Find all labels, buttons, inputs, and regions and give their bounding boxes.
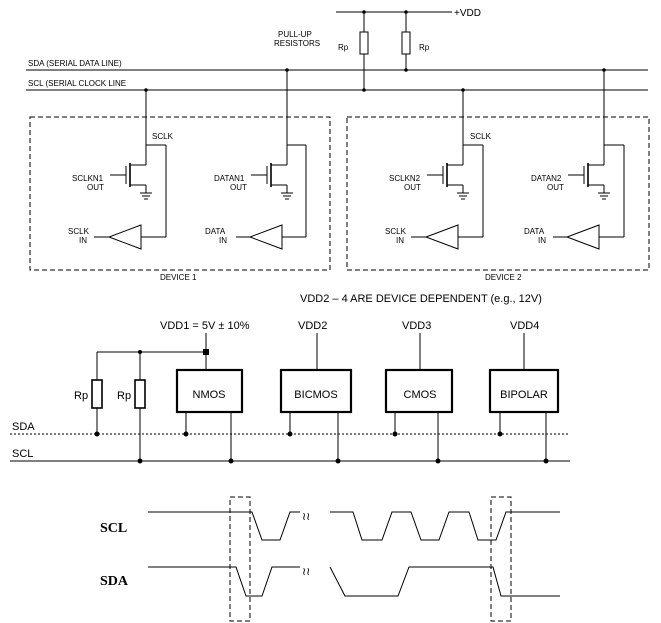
buffer-triangle <box>248 224 283 250</box>
bus-junction <box>435 458 441 464</box>
vdd3-label: VDD3 <box>402 320 431 332</box>
start-condition-box <box>229 496 251 622</box>
bus-junction <box>287 431 293 437</box>
scl-waveform <box>148 511 300 541</box>
rp-label: Rp <box>74 390 88 402</box>
pullup-resistor <box>359 31 369 55</box>
cmos-block-label: CMOS <box>404 389 437 401</box>
bus-junction <box>335 458 341 464</box>
clk-in-label: IN <box>396 236 404 245</box>
buffer-triangle <box>565 224 600 250</box>
bicmos-block-label: BICMOS <box>294 389 337 401</box>
device-boundary <box>29 116 331 271</box>
vdd4-label: VDD4 <box>510 320 539 332</box>
buffer-triangle <box>424 224 459 250</box>
rp-label: Rp <box>338 43 349 52</box>
sda-line-label: SDA (SERIAL DATA LINE) <box>28 59 122 68</box>
data-in-label: DATA <box>524 227 545 236</box>
bus-junction <box>183 431 189 437</box>
bus-junction <box>497 431 503 437</box>
device-name: DEVICE 1 <box>160 273 197 282</box>
vdd1-label: VDD1 = 5V ± 10% <box>160 320 250 332</box>
rp-label: Rp <box>117 390 131 402</box>
pullup-label: PULL-UP <box>278 30 312 39</box>
clk-out-label: OUT <box>404 183 421 192</box>
top-bus-diagram: +VDD PULL-UP RESISTORS Rp Rp SDA (SERIAL… <box>26 8 650 282</box>
pullup-label: RESISTORS <box>274 39 320 48</box>
data-out-label: OUT <box>547 183 564 192</box>
break-symbol: ≀≀ <box>302 511 310 523</box>
rp-label: Rp <box>419 43 430 52</box>
scl-waveform <box>330 511 560 541</box>
data-out-label: OUT <box>230 183 247 192</box>
pullup-resistor <box>401 31 411 55</box>
data-in-label: IN <box>538 236 546 245</box>
bus-junction <box>392 431 398 437</box>
sda-label: SDA <box>12 421 35 433</box>
data-out-label: DATAN1 <box>214 174 245 183</box>
bus-junction <box>543 458 549 464</box>
bicmos-block <box>279 368 353 414</box>
sda-waveform <box>148 566 300 597</box>
scl-label: SCL <box>12 448 33 460</box>
data-in-label: DATA <box>205 227 226 236</box>
device-name: DEVICE 2 <box>485 273 522 282</box>
device-2: DEVICE 2 SCLK SCLKN2 OUT SCLK IN <box>346 70 650 282</box>
vdd2-label: VDD2 <box>298 320 327 332</box>
bus-junction <box>404 68 408 72</box>
bipolar-block <box>488 368 560 414</box>
sda-wave-label: SDA <box>100 574 129 589</box>
sclk-label: SCLK <box>470 132 492 141</box>
timing-diagram: SCL SDA ≀≀ ≀≀ <box>100 496 560 622</box>
pullup-resistor <box>91 379 103 409</box>
middle-mixed-voltage-diagram: VDD2 – 4 ARE DEVICE DEPENDENT (e.g., 12V… <box>10 293 570 464</box>
stop-condition-box <box>490 496 512 622</box>
sclk-label: SCLK <box>152 132 174 141</box>
sda-waveform <box>329 566 560 597</box>
bipolar-block-label: BIPOLAR <box>500 389 548 401</box>
clk-out-label: SCLKN2 <box>389 174 421 183</box>
bus-junction <box>94 431 100 437</box>
bus-junction <box>362 88 366 92</box>
clk-in-label: IN <box>79 236 87 245</box>
scl-line-label: SCL (SERIAL CLOCK LINE <box>28 79 126 88</box>
data-in-label: IN <box>219 236 227 245</box>
clk-out-label: SCLKN1 <box>72 174 104 183</box>
bus-junction <box>228 458 234 464</box>
nmos-block-label: NMOS <box>193 389 226 401</box>
device-boundary <box>346 116 650 271</box>
pullup-resistor <box>134 379 146 409</box>
clk-out-label: OUT <box>87 183 104 192</box>
device-1: DEVICE 1 SCLK SCLKN1 OUT SCLK IN <box>29 70 331 282</box>
cmos-block <box>384 368 454 414</box>
vdd-label: +VDD <box>454 8 481 19</box>
data-out-label: DATAN2 <box>531 174 562 183</box>
bus-junction <box>137 458 143 464</box>
clk-in-label: SCLK <box>385 227 407 236</box>
clk-in-label: SCLK <box>68 227 90 236</box>
nmos-block <box>175 368 244 414</box>
scl-wave-label: SCL <box>100 521 127 536</box>
break-symbol: ≀≀ <box>302 566 310 578</box>
buffer-triangle <box>107 224 142 250</box>
device-dependent-note: VDD2 – 4 ARE DEVICE DEPENDENT (e.g., 12V… <box>300 293 542 305</box>
